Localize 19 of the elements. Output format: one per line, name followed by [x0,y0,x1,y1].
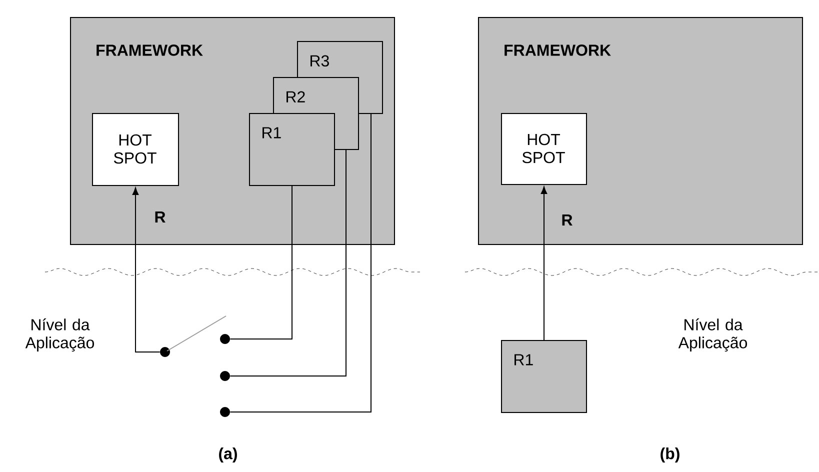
level-label: Nível da Aplicação [25,318,94,352]
panel-caption: (b) [660,448,680,462]
connector-line [230,114,372,412]
hot-spot-box: HOT SPOT [92,113,179,186]
panel-caption: (a) [219,448,237,462]
hot-spot-box: HOT SPOT [501,113,587,185]
arrow [540,186,548,340]
component-box: R1 [501,340,587,413]
contact-dot [220,334,230,344]
contact-dot [160,347,170,357]
connector-line [230,150,346,376]
edge-label: R [155,212,166,222]
edge-label: R [562,214,572,226]
contact-dot [220,371,230,381]
contact-dot [220,407,230,417]
level-label: Nível da Aplicação [678,318,747,352]
connector-line [230,186,292,340]
arrow [132,188,160,352]
component-box: R1 [249,113,335,186]
